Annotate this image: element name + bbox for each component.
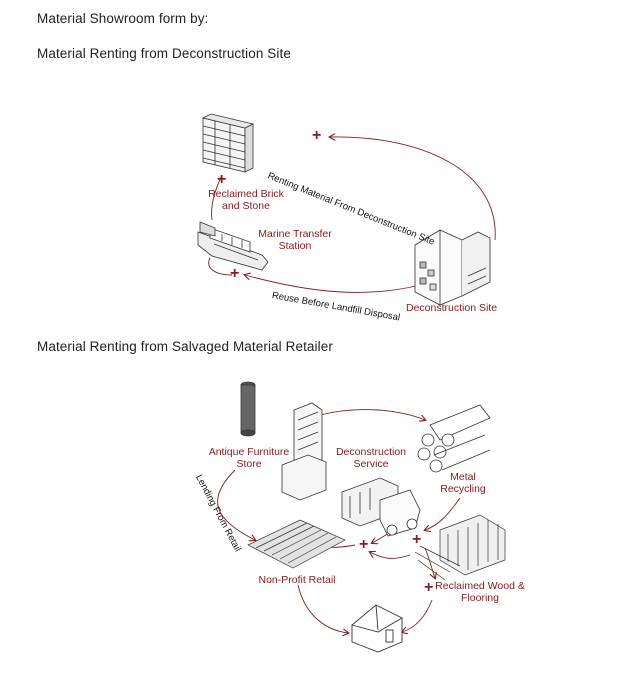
arc-wood-to-house: [402, 599, 433, 632]
house-illustration: [351, 604, 403, 653]
label-deconstruction-site: Deconstruction Site: [406, 302, 498, 314]
arc-metal-to-wood: [425, 497, 461, 530]
label-metal-recycling: Metal Recycling: [440, 471, 486, 495]
arc-nonprofit-to-house: [297, 584, 348, 633]
wood-pile-illustration: [414, 514, 506, 581]
deconstruction-site-illustration: [414, 229, 491, 306]
plus-icon: +: [230, 265, 240, 282]
arc-wood-right: [424, 547, 435, 578]
plus-icon: +: [359, 536, 369, 553]
cycle-arc-left: [208, 257, 233, 276]
label-marine-transfer: Marine Transfer Station: [258, 228, 332, 252]
cycle-arc-top: [330, 137, 496, 241]
ship-illustration: [197, 221, 269, 271]
arc-antique-to-deconstruction: [319, 409, 425, 420]
page-title: Material Showroom form by:: [37, 11, 209, 26]
plus-icon: +: [424, 579, 434, 596]
section2-title: Material Renting from Salvaged Material …: [37, 339, 333, 354]
cycle-arc-bottom: [245, 275, 421, 293]
label-deconstruction-service: Deconstruction Service: [335, 446, 407, 470]
brick-wall-illustration: [201, 113, 255, 173]
label-antique-furniture: Antique Furniture Store: [208, 446, 290, 470]
arc-antique-down: [217, 469, 255, 540]
plus-icon: +: [217, 171, 227, 188]
label-reclaimed-wood: Reclaimed Wood & Flooring: [435, 580, 525, 604]
label-non-profit-retail: Non-Profit Retail: [258, 574, 336, 586]
plus-icon: +: [312, 127, 322, 144]
section1-title: Material Renting from Deconstruction Sit…: [37, 46, 291, 61]
arc-wood-to-plus: [370, 552, 411, 559]
tall-building-illustration: [281, 402, 327, 501]
column-illustration: [240, 381, 256, 437]
cycle-arc-left-top: [211, 174, 223, 221]
truck-illustration: [341, 477, 421, 537]
roof-panel-illustration: [247, 519, 346, 569]
pipes-illustration: [417, 404, 491, 473]
label-reclaimed-brick: Reclaimed Brick and Stone: [208, 188, 284, 212]
plus-icon: +: [412, 531, 422, 548]
